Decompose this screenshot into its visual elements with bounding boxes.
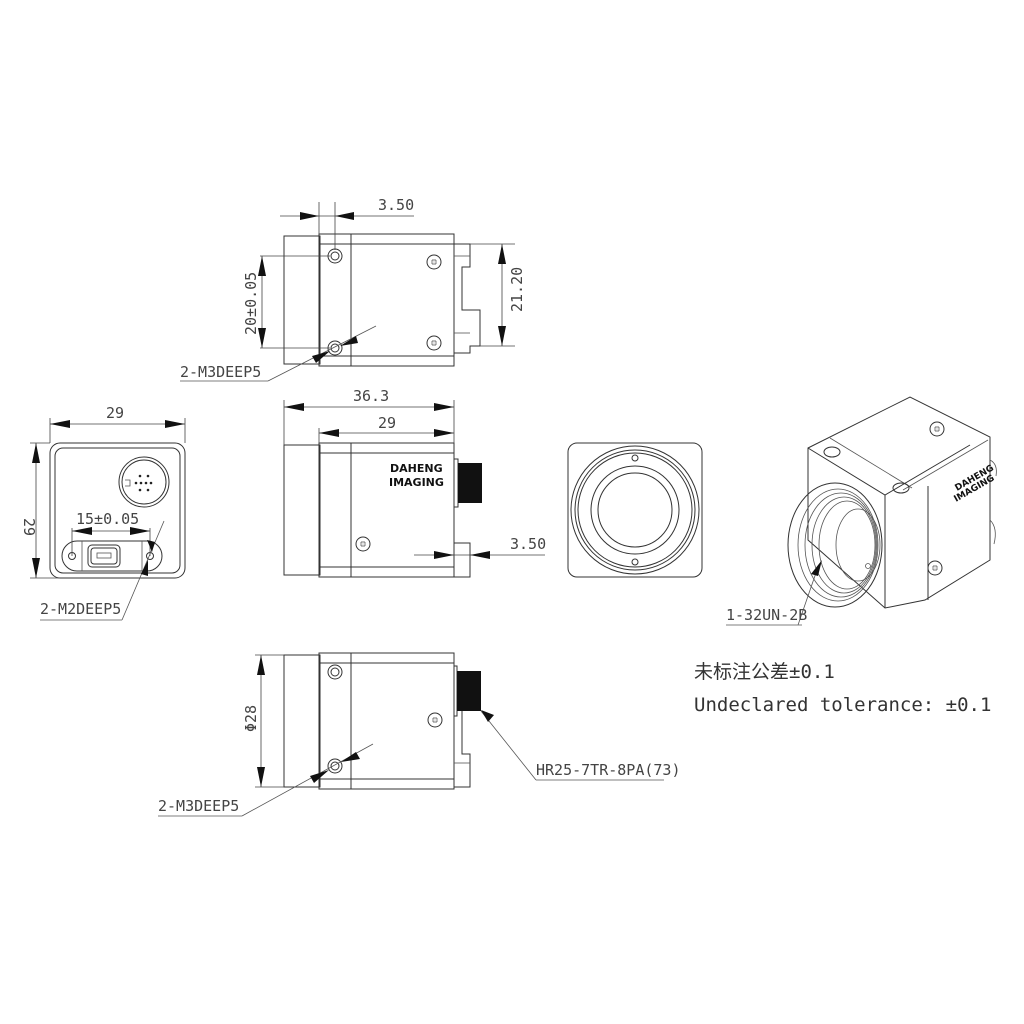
- dim-height-label: 21.20: [508, 267, 526, 312]
- front-view: [567, 442, 703, 578]
- callout-connector: HR25-7TR-8PA(73): [536, 761, 681, 779]
- brand-logo-line2: IMAGING: [389, 476, 444, 489]
- tolerance-note-cn: 未标注公差±0.1: [694, 661, 835, 683]
- rear-view: 29 29 15±0.05 2-M2DEEP5: [20, 404, 186, 621]
- dim-total-length: 36.3: [353, 387, 389, 405]
- iso-view: DAHENG IMAGING 1-32UN-2B: [726, 396, 997, 626]
- dim-diameter-label: Φ28: [242, 705, 260, 732]
- side-view: DAHENG IMAGING 36.3 29 3.50: [283, 387, 546, 578]
- dim-offset-label: 3.50: [378, 196, 414, 214]
- tolerance-notes: 未标注公差±0.1 Undeclared tolerance: ±0.1: [694, 661, 991, 716]
- top-view: 3.50 20±0.05 21.20 2-M3DEEP5: [180, 196, 526, 382]
- dim-width-label: 29: [106, 404, 124, 422]
- callout-holes-top: 2-M3DEEP5: [180, 363, 261, 381]
- callout-thread: 1-32UN-2B: [726, 606, 807, 624]
- bottom-view: Φ28 2-M3DEEP5 HR25-7TR-8PA(73): [158, 652, 681, 817]
- dim-connector-offset: 3.50: [510, 535, 546, 553]
- dim-hole-spacing-rear: 15±0.05: [76, 510, 139, 528]
- brand-logo-line1: DAHENG: [390, 462, 443, 475]
- dim-height-label-rear: 29: [20, 518, 38, 536]
- tolerance-note-en: Undeclared tolerance: ±0.1: [694, 694, 991, 716]
- callout-holes-rear: 2-M2DEEP5: [40, 600, 121, 618]
- dim-hole-spacing-label: 20±0.05: [242, 272, 260, 335]
- callout-holes-bottom: 2-M3DEEP5: [158, 797, 239, 815]
- dim-body-length: 29: [378, 414, 396, 432]
